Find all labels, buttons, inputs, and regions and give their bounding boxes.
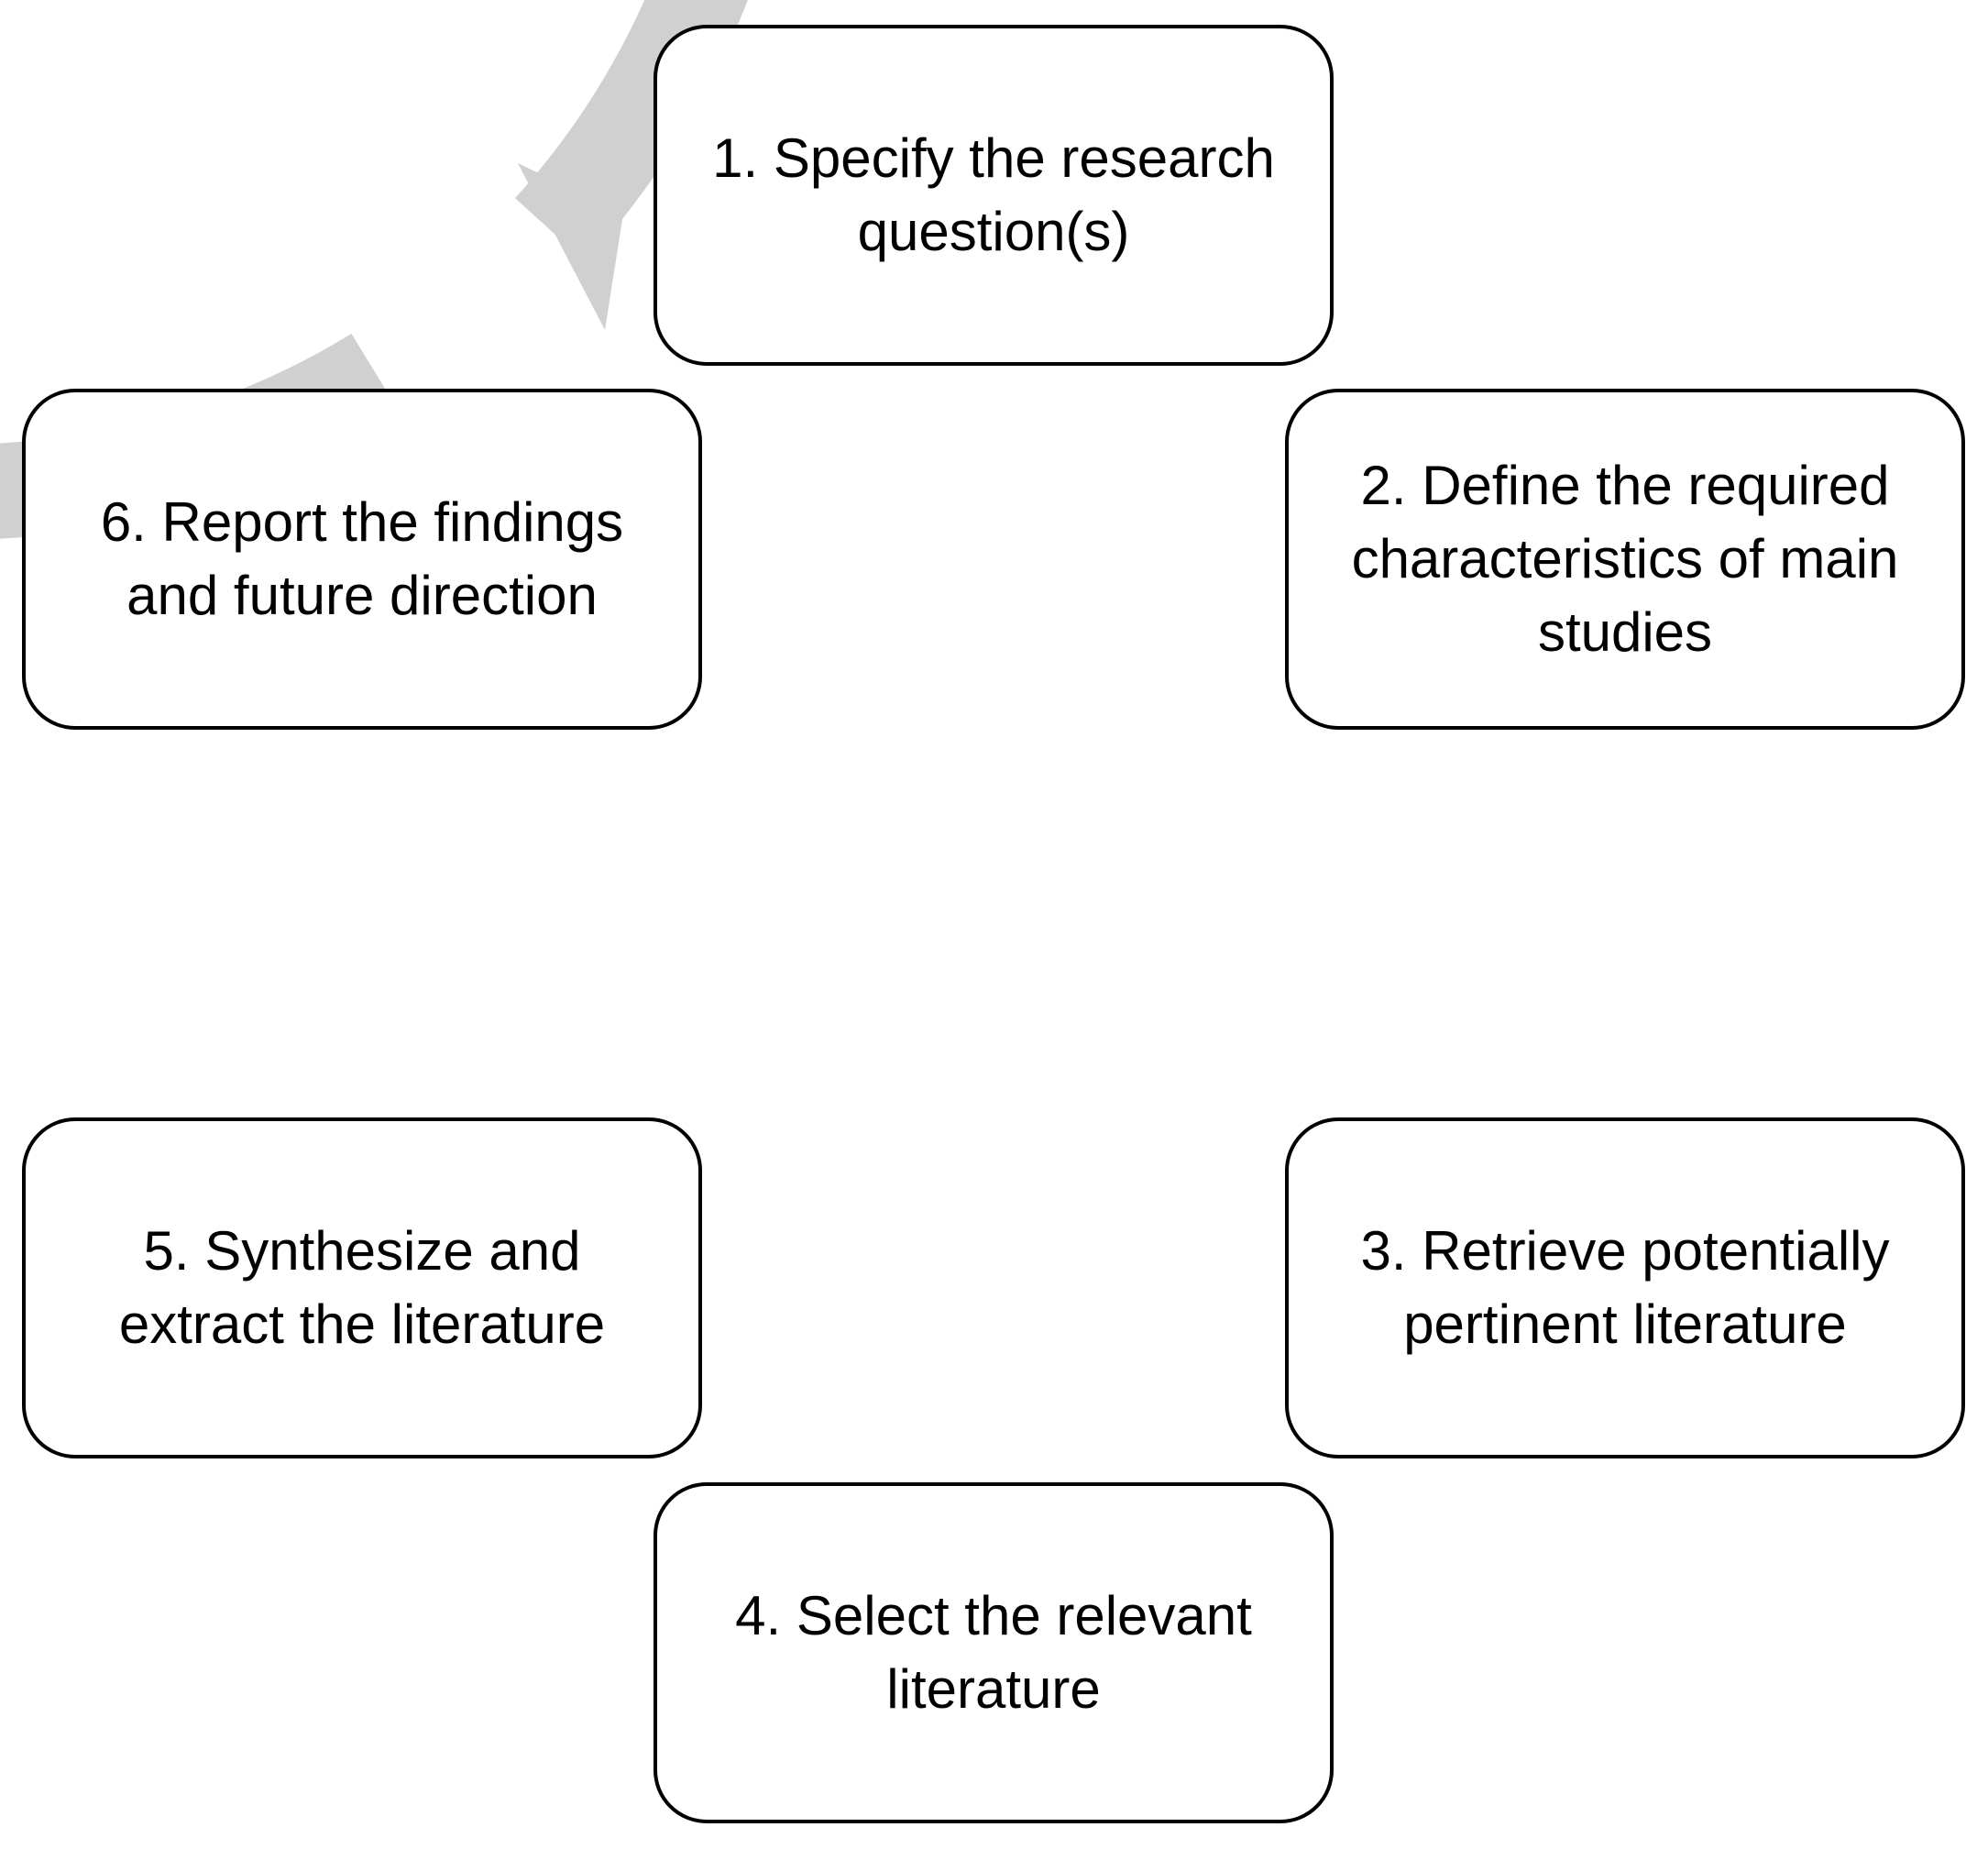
step-6-box: 6. Report the findings and future direct… [22, 389, 702, 730]
step-6-label: 6. Report the findings and future direct… [100, 491, 624, 626]
step-4-label: 4. Select the relevant literature [735, 1585, 1252, 1720]
step-3-box: 3. Retrieve potentially pertinent litera… [1285, 1117, 1965, 1458]
step-2-box: 2. Define the required characteristics o… [1285, 389, 1965, 730]
step-5-box: 5. Synthesize and extract the literature [22, 1117, 702, 1458]
step-3-label: 3. Retrieve potentially pertinent litera… [1360, 1220, 1890, 1355]
step-1-label: 1. Specify the research question(s) [712, 127, 1275, 262]
step-4-box: 4. Select the relevant literature [654, 1482, 1334, 1823]
step-5-label: 5. Synthesize and extract the literature [118, 1220, 606, 1355]
cycle-arrowhead-icon [518, 163, 623, 330]
step-1-box: 1. Specify the research question(s) [654, 25, 1334, 366]
step-2-label: 2. Define the required characteristics o… [1351, 455, 1899, 663]
